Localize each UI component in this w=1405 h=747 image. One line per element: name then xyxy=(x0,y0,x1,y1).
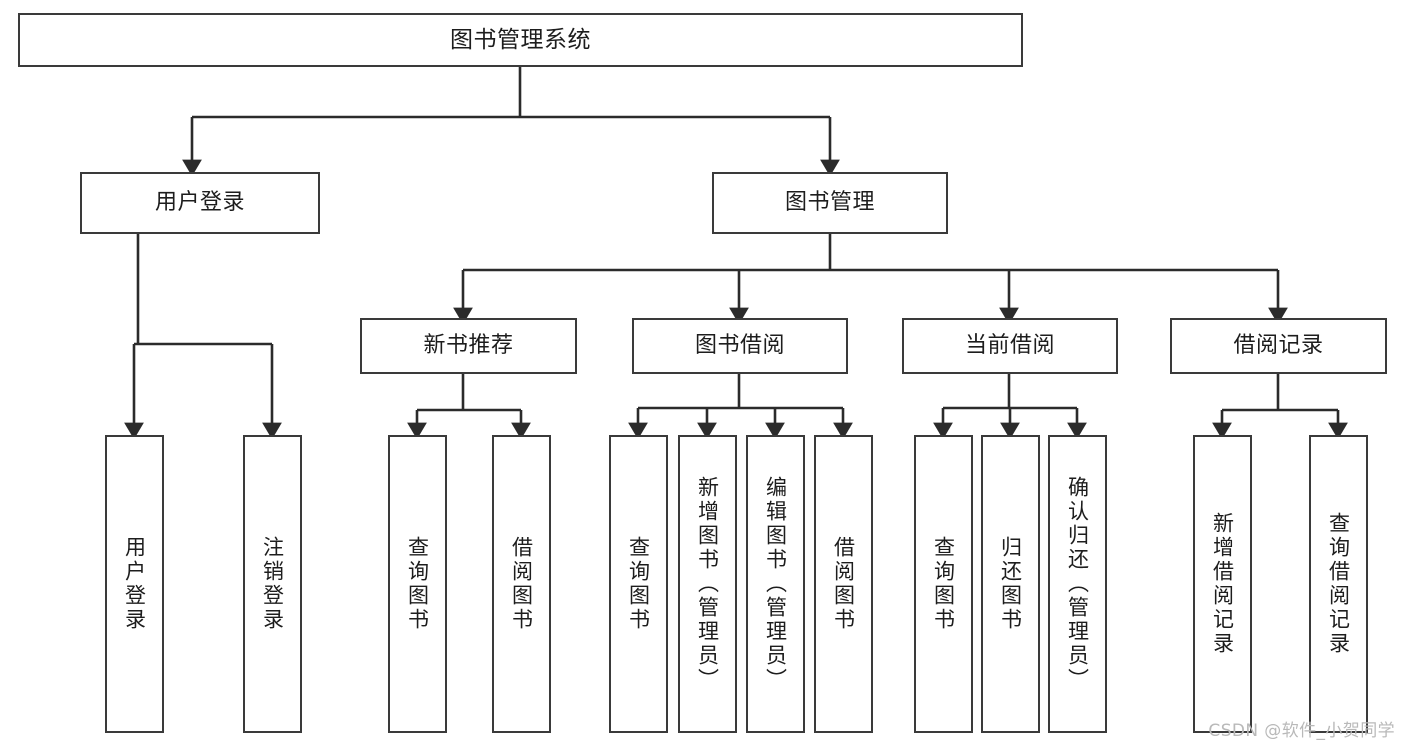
node-label: 归还图书 xyxy=(998,536,1023,632)
node-leaf-return-book[interactable]: 归还图书 xyxy=(981,435,1040,733)
node-label: 查询图书 xyxy=(931,536,956,632)
node-leaf-borrow-book-1[interactable]: 借阅图书 xyxy=(492,435,551,733)
node-leaf-query-book-3[interactable]: 查询图书 xyxy=(914,435,973,733)
node-label: 查询图书 xyxy=(405,536,430,632)
node-leaf-add-record[interactable]: 新增借阅记录 xyxy=(1193,435,1252,733)
node-label: 新书推荐 xyxy=(423,332,514,358)
node-label: 图书管理系统 xyxy=(450,26,591,53)
node-leaf-query-book-1[interactable]: 查询图书 xyxy=(388,435,447,733)
node-label: 查询借阅记录 xyxy=(1326,512,1351,656)
node-leaf-borrow-book-2[interactable]: 借阅图书 xyxy=(814,435,873,733)
node-label: 确认归还（管理员） xyxy=(1065,476,1090,692)
node-book-management[interactable]: 图书管理 xyxy=(712,172,948,234)
node-label: 查询图书 xyxy=(626,536,651,632)
node-current-borrow[interactable]: 当前借阅 xyxy=(902,318,1118,374)
node-label: 图书管理 xyxy=(784,189,875,215)
node-label: 新增借阅记录 xyxy=(1210,512,1235,656)
node-borrow-record[interactable]: 借阅记录 xyxy=(1170,318,1387,374)
node-leaf-add-book[interactable]: 新增图书（管理员） xyxy=(678,435,737,733)
node-label: 编辑图书（管理员） xyxy=(763,476,788,692)
node-book-borrow[interactable]: 图书借阅 xyxy=(632,318,848,374)
node-leaf-user-login[interactable]: 用户登录 xyxy=(105,435,164,733)
node-leaf-edit-book[interactable]: 编辑图书（管理员） xyxy=(746,435,805,733)
node-user-login[interactable]: 用户登录 xyxy=(80,172,320,234)
node-leaf-confirm-return[interactable]: 确认归还（管理员） xyxy=(1048,435,1107,733)
node-label: 用户登录 xyxy=(154,189,245,215)
node-root-book-management-system[interactable]: 图书管理系统 xyxy=(18,13,1023,67)
node-label: 注销登录 xyxy=(260,536,285,632)
node-label: 当前借阅 xyxy=(964,332,1055,358)
node-leaf-query-book-2[interactable]: 查询图书 xyxy=(609,435,668,733)
node-label: 图书借阅 xyxy=(694,332,785,358)
node-new-book-recommend[interactable]: 新书推荐 xyxy=(360,318,577,374)
node-leaf-logout-login[interactable]: 注销登录 xyxy=(243,435,302,733)
node-label: 用户登录 xyxy=(122,536,147,632)
csdn-watermark: CSDN @软件_小贺同学 xyxy=(1208,721,1395,741)
node-label: 借阅图书 xyxy=(831,536,856,632)
node-label: 新增图书（管理员） xyxy=(695,476,720,692)
node-leaf-query-record[interactable]: 查询借阅记录 xyxy=(1309,435,1368,733)
node-label: 借阅图书 xyxy=(509,536,534,632)
node-label: 借阅记录 xyxy=(1233,332,1324,358)
